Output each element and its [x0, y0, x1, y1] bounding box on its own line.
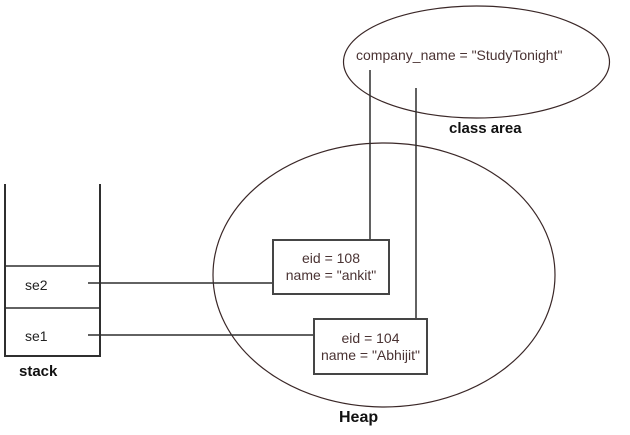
name-field: name = "ankit"	[285, 267, 377, 283]
class-area-label: class area	[449, 120, 522, 137]
heap-label: Heap	[339, 409, 379, 426]
class-area-ellipse	[342, 5, 611, 119]
class-area-field: company_name = "StudyTonight"	[356, 47, 563, 63]
heap-object-abhijit: eid = 104 name = "Abhijit"	[313, 318, 428, 375]
name-field: name = "Abhijit"	[320, 346, 421, 363]
stack-outline	[4, 184, 101, 357]
eid-field: eid = 104	[341, 329, 400, 346]
heap-ellipse	[212, 142, 556, 408]
stack-cell-se2: se2	[25, 277, 48, 293]
stack-cell-se1: se1	[25, 328, 48, 344]
eid-field: eid = 108	[302, 250, 360, 266]
stack-label: stack	[19, 363, 58, 380]
heap-object-ankit: eid = 108 name = "ankit"	[272, 239, 390, 295]
